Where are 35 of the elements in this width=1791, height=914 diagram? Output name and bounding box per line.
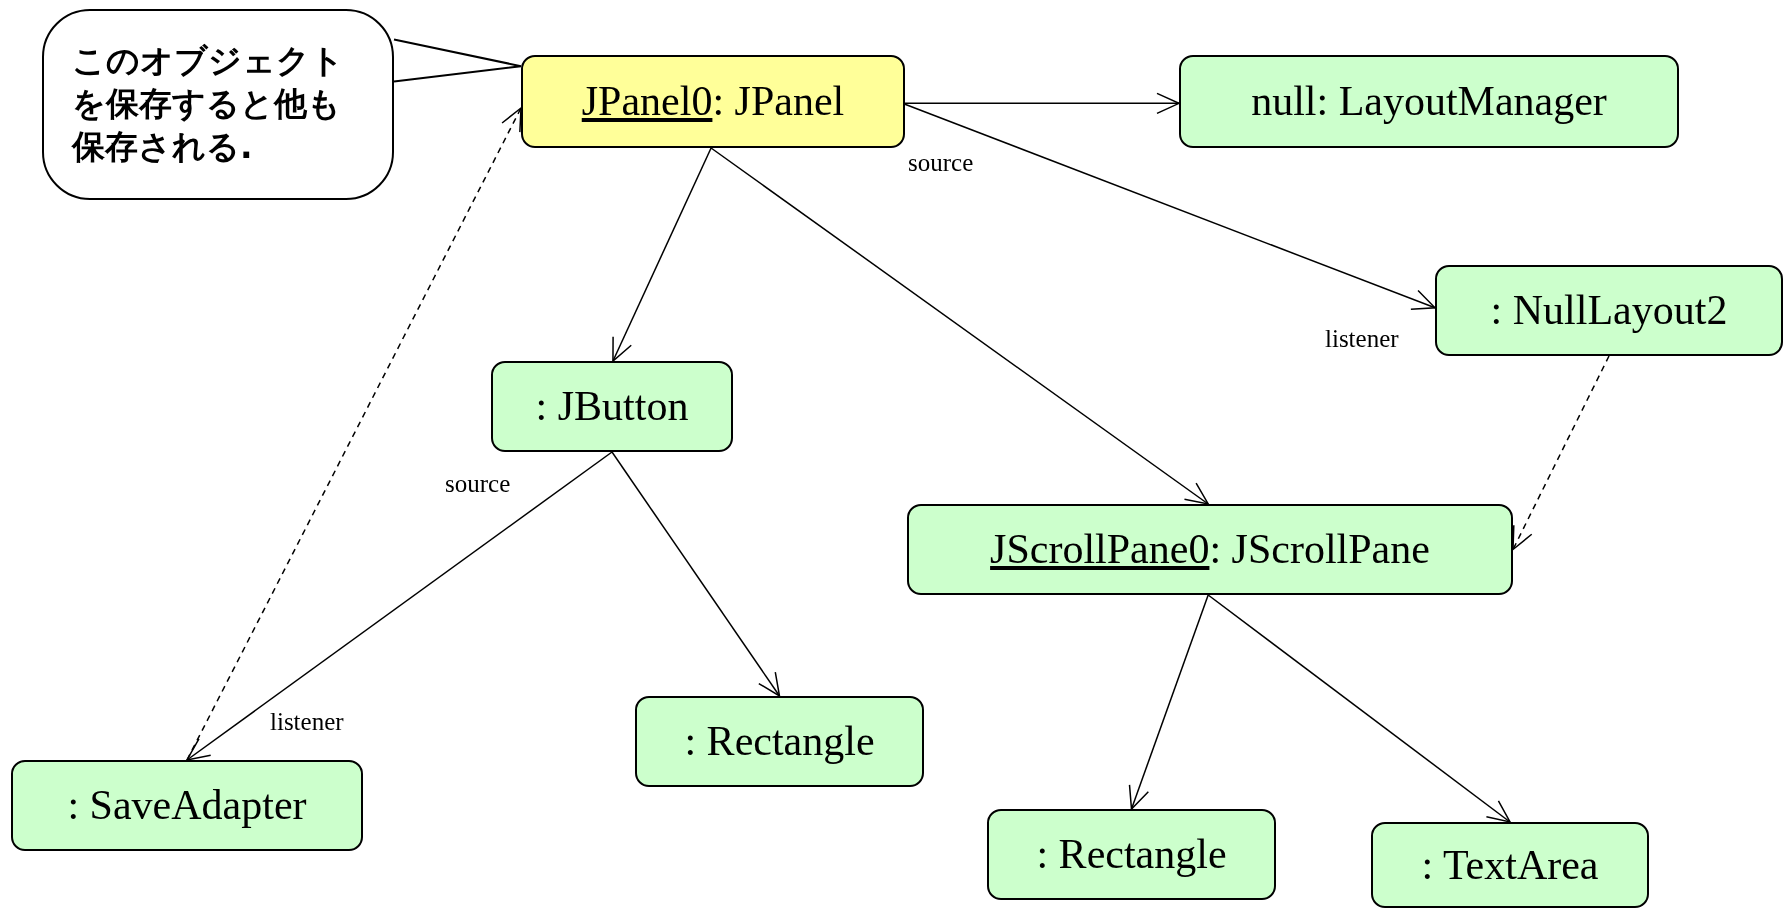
object-label: : NullLayout2: [1490, 286, 1728, 335]
object-box: [635, 696, 924, 787]
arrow: [1512, 355, 1610, 551]
object-box: [987, 809, 1276, 900]
callout-bubble: [42, 9, 394, 200]
object-label: : Rectangle: [1036, 830, 1227, 879]
object-label: null: LayoutManager: [1251, 77, 1607, 126]
arrow: [1128, 594, 1209, 810]
object-label: : JButton: [535, 382, 689, 431]
object-box: [907, 504, 1513, 595]
role-label: listener: [1325, 326, 1399, 351]
role-label: listener: [270, 709, 344, 734]
object-box: [521, 55, 905, 148]
object-box: [1435, 265, 1783, 356]
arrow: [611, 451, 781, 697]
object-label: : TextArea: [1421, 840, 1599, 890]
object-box: [1179, 55, 1679, 148]
object-label: : SaveAdapter: [67, 781, 307, 830]
object-box: [11, 760, 363, 851]
callout-pointer: [393, 38, 522, 83]
role-label: source: [445, 471, 511, 496]
arrow: [186, 107, 522, 761]
object-label: : Rectangle: [684, 717, 875, 766]
arrow: [710, 147, 1209, 505]
callout-text: このオブジェクトを保存すると他も保存される.: [72, 40, 345, 168]
arrow: [186, 451, 613, 761]
arrow: [1207, 594, 1511, 823]
arrow: [904, 92, 1180, 115]
arrow: [612, 147, 712, 362]
object-box: [1371, 822, 1649, 908]
object-box: [491, 361, 733, 452]
object-label: JPanel0: JPanel: [581, 77, 845, 126]
object-label: JScrollPane0: JScrollPane: [990, 525, 1430, 574]
role-label: source: [908, 150, 974, 175]
arrow: [904, 103, 1436, 310]
